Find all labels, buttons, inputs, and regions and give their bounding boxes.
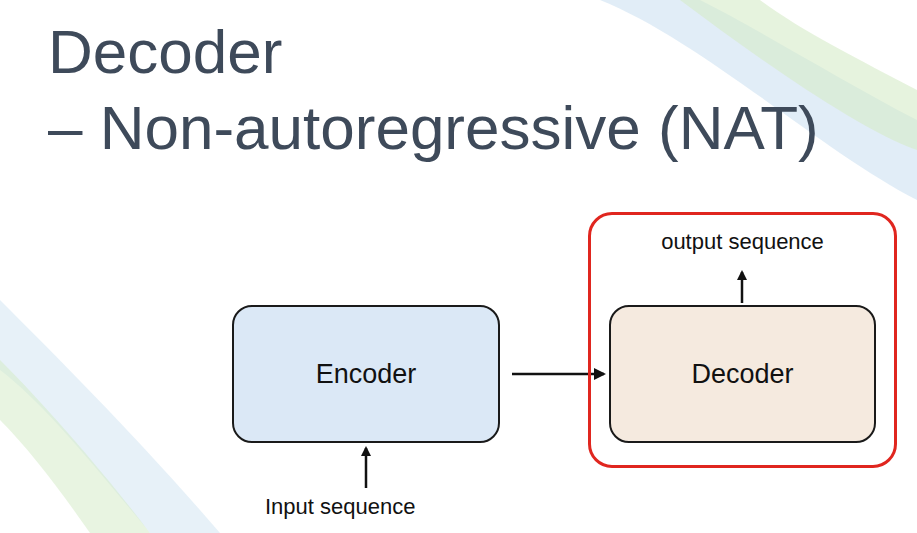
swoosh	[0, 360, 150, 533]
io-label: Input sequence	[265, 494, 415, 520]
highlight-frame: output sequenceDecoder	[588, 212, 897, 468]
box-label: Decoder	[691, 359, 793, 390]
slide-title: Decoder – Non-autoregressive (NAT)	[48, 14, 819, 166]
input-arrow	[365, 448, 368, 488]
swoosh	[0, 300, 220, 533]
box-label: Encoder	[316, 359, 417, 390]
output-label: output sequence	[591, 229, 894, 255]
output-arrow	[741, 272, 744, 303]
encoder-box: Encoder	[232, 305, 500, 443]
decoder-box: Decoder	[609, 305, 876, 443]
